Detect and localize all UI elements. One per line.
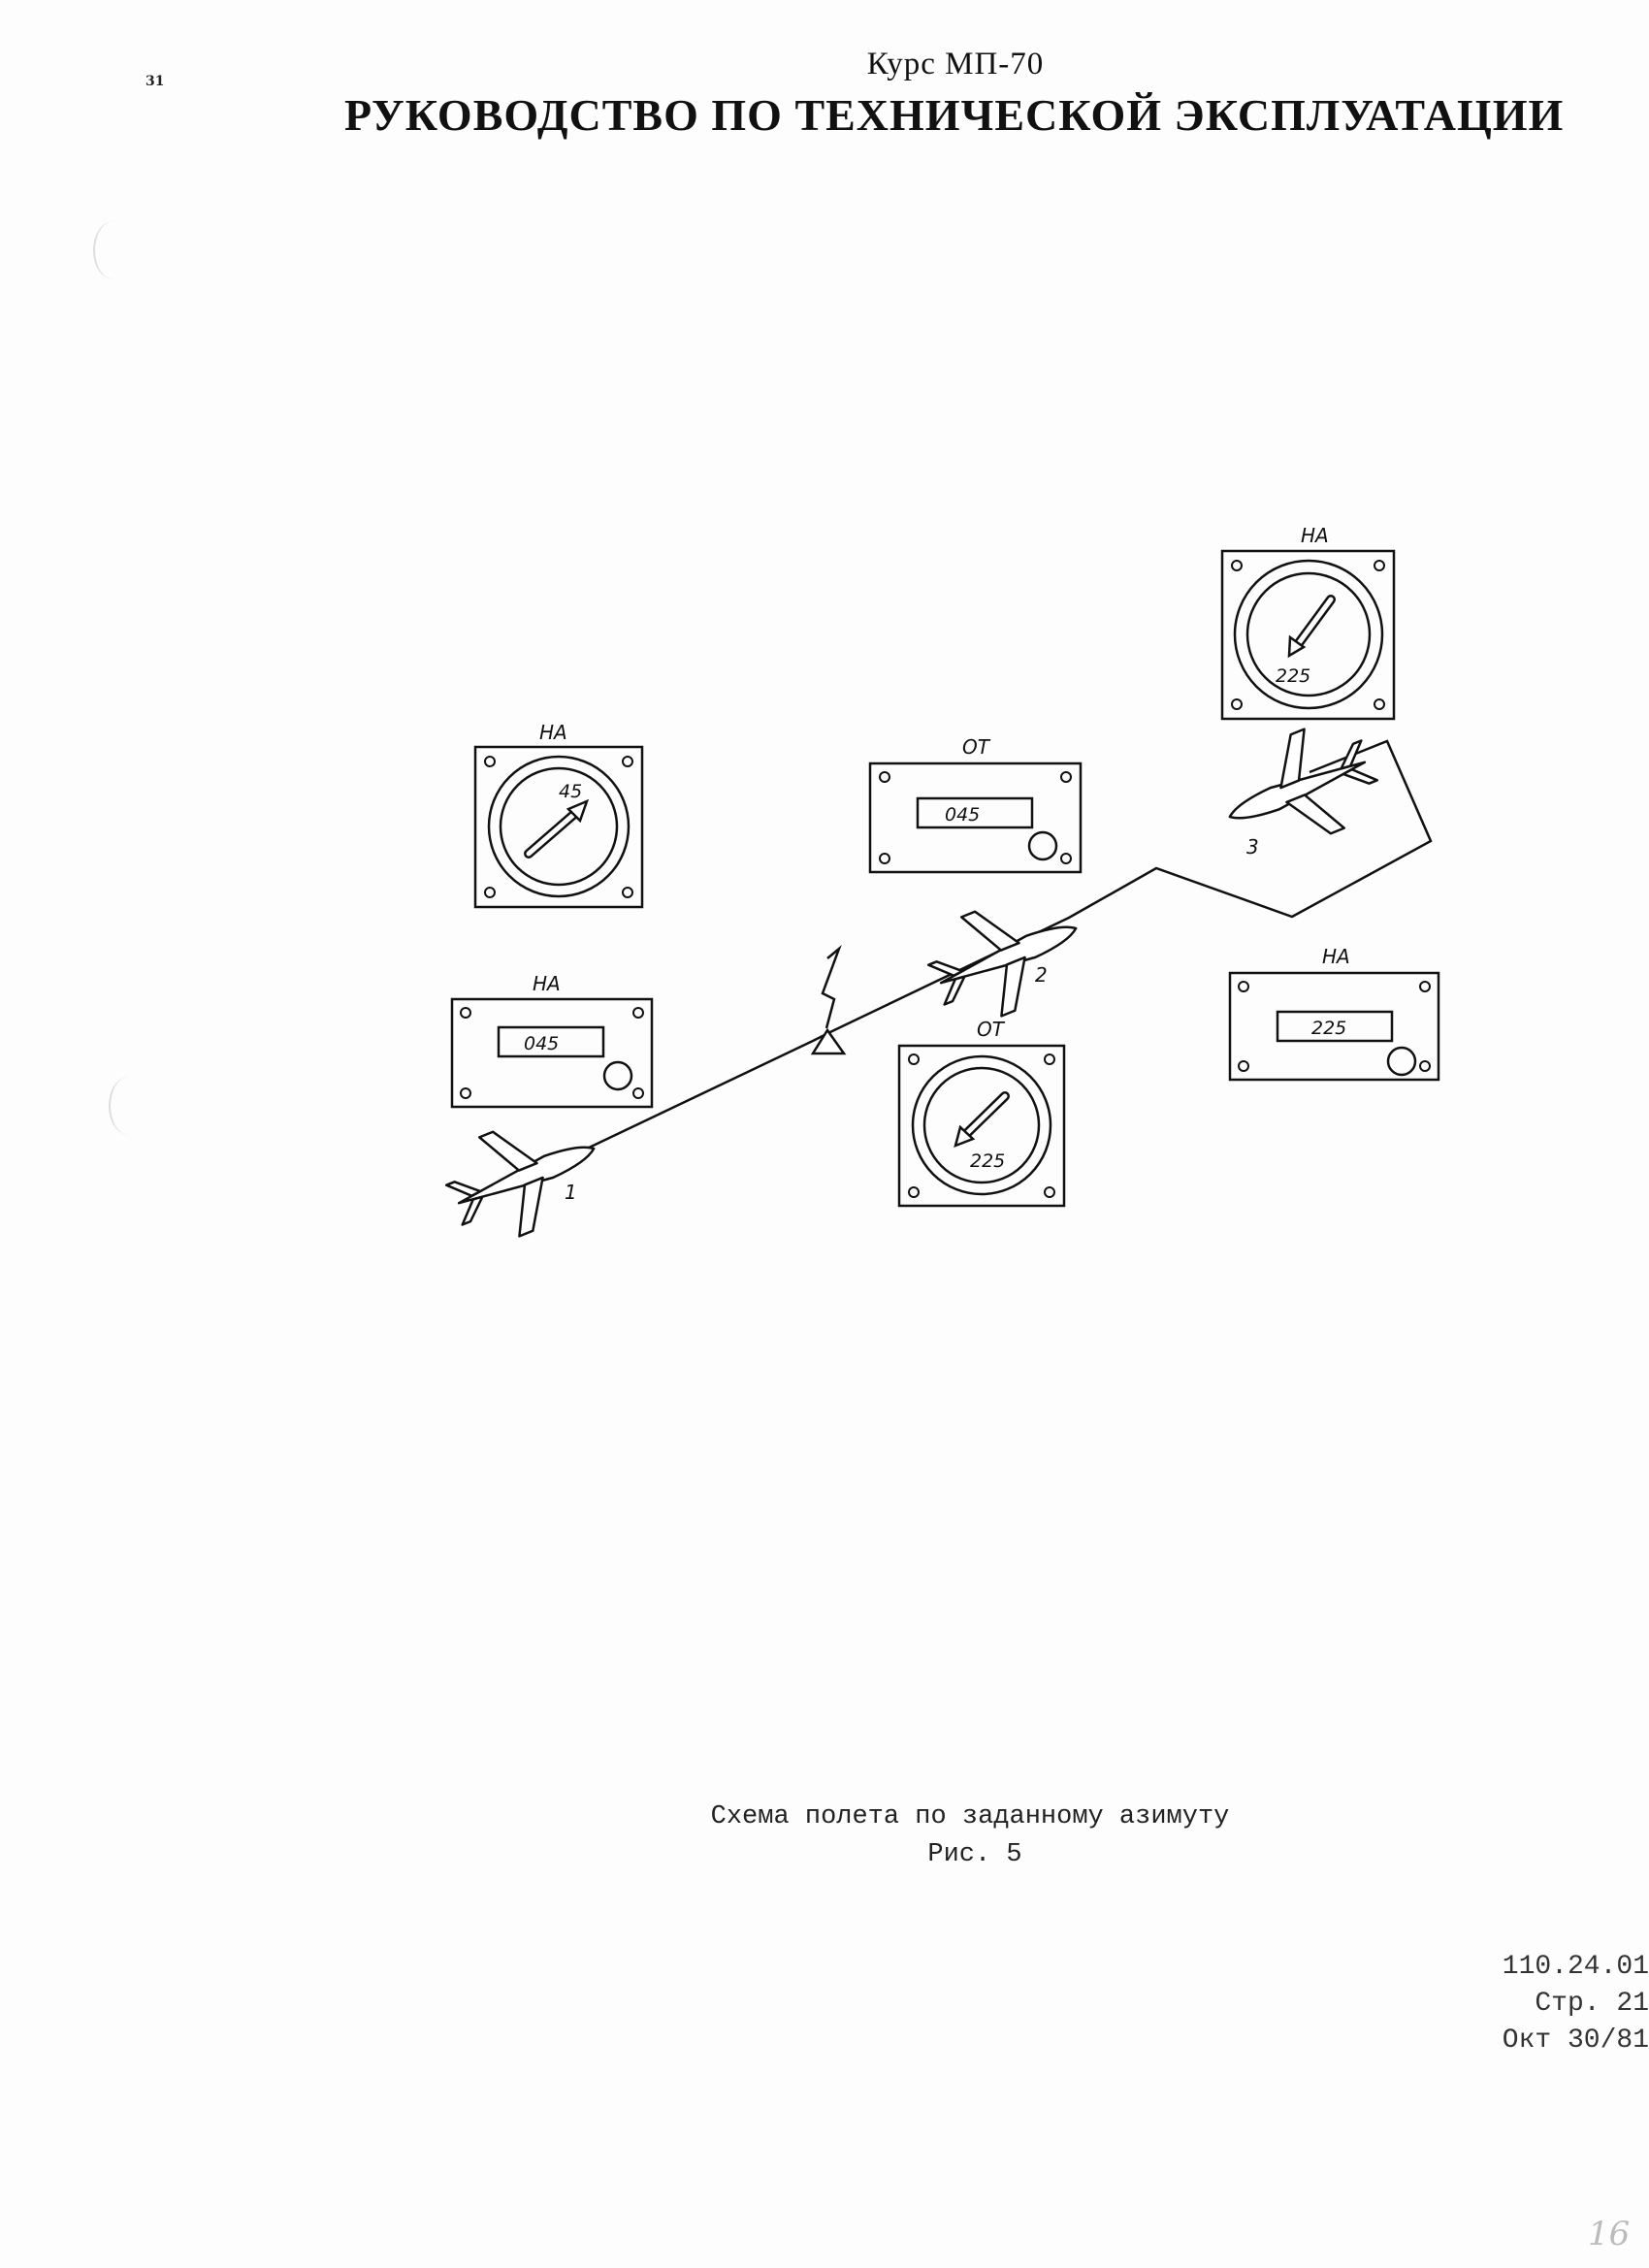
aircraft-label: 2 (1035, 963, 1048, 987)
footer-page: Стр. 21 (1535, 1989, 1649, 2019)
display-reading: 045 (945, 804, 980, 826)
figure-number: Рис. 5 (927, 1840, 1022, 1869)
dial-indicator: НА 45 (473, 721, 644, 909)
corner-page-number: 31 (146, 74, 165, 89)
selector-panel: ОТ 045 (868, 735, 1083, 874)
aircraft-label: 3 (1246, 835, 1259, 859)
dial-reading: 225 (970, 1150, 1005, 1172)
course-heading: Курс МП-70 (866, 47, 1045, 81)
aircraft-label: 1 (565, 1181, 577, 1204)
punch-hole-mark (109, 1077, 149, 1135)
aircraft-icon (926, 910, 1078, 1018)
dial-reading: 225 (1276, 665, 1310, 687)
dial-indicator: ОТ 225 (897, 1018, 1066, 1208)
aircraft-icon (1228, 728, 1379, 835)
mode-label: НА (539, 721, 567, 744)
display-reading: 045 (524, 1033, 559, 1054)
dial-indicator: НА 225 (1220, 524, 1396, 721)
selector-panel: НА 045 (450, 972, 654, 1109)
mode-label: ОТ (977, 1018, 1006, 1041)
punch-hole-mark (93, 221, 134, 279)
display-reading: 225 (1311, 1018, 1346, 1039)
figure-caption: Схема полета по заданному азимуту (710, 1802, 1230, 1831)
dial-reading: 45 (559, 781, 582, 802)
footer-date: Окт 30/81 (1502, 2025, 1649, 2056)
aircraft-icon (444, 1130, 596, 1238)
footer-doc-number: 110.24.01 (1502, 1952, 1649, 1982)
beacon-icon (810, 945, 847, 1055)
document-title: РУКОВОДСТВО ПО ТЕХНИЧЕСКОЙ ЭКСПЛУАТАЦИИ (344, 90, 1565, 140)
mode-label: ОТ (962, 735, 991, 759)
selector-panel: НА 225 (1228, 945, 1440, 1082)
mode-label: НА (533, 972, 561, 995)
flight-path-line (584, 739, 1433, 1151)
mode-label: НА (1301, 524, 1329, 547)
mode-label: НА (1322, 945, 1350, 968)
handwritten-mark: 16 (1588, 2215, 1631, 2253)
